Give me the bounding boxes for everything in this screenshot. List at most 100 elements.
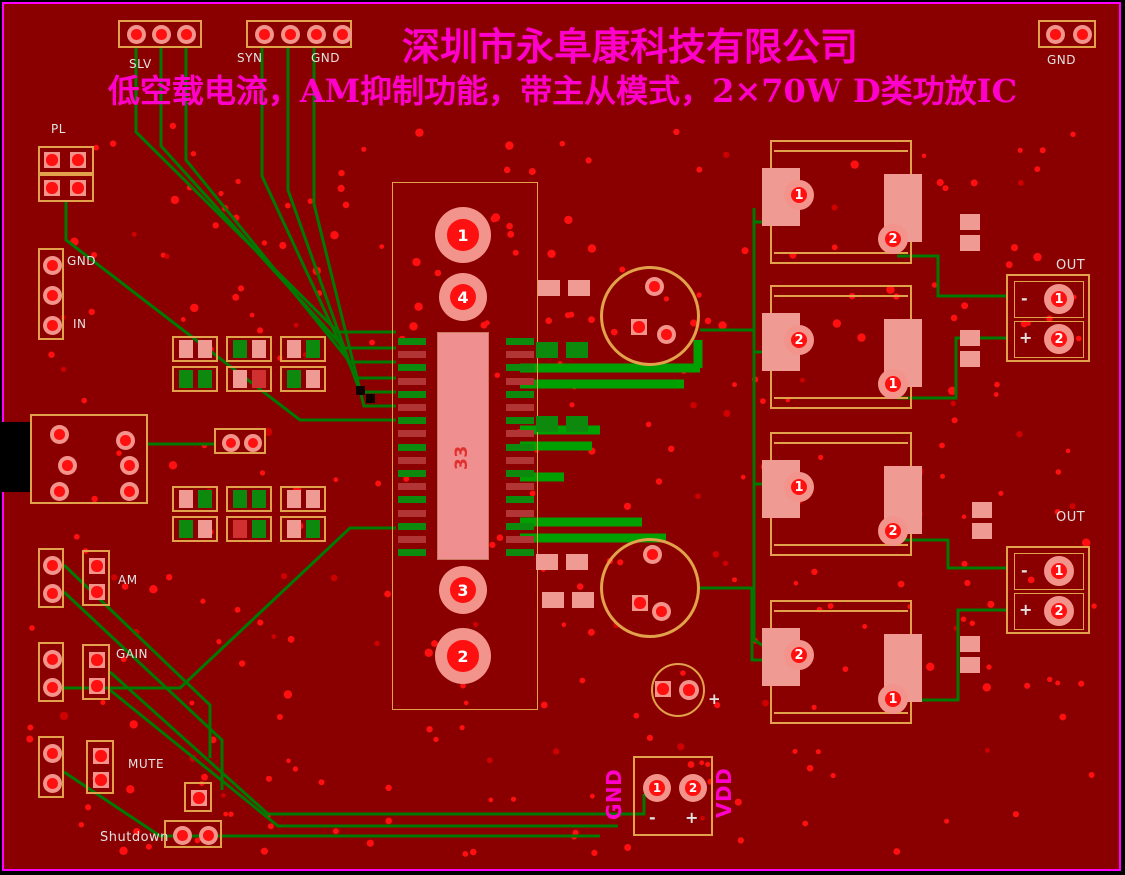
connector-slv[interactable] bbox=[118, 20, 202, 48]
ic-pin[interactable] bbox=[398, 404, 426, 411]
ic-pin[interactable] bbox=[398, 338, 426, 345]
ic-pin[interactable] bbox=[398, 351, 426, 359]
pad[interactable] bbox=[43, 744, 62, 763]
pad[interactable] bbox=[93, 772, 109, 788]
smd-resistor[interactable] bbox=[172, 516, 218, 542]
connector-shutdown[interactable] bbox=[164, 820, 222, 848]
pad[interactable] bbox=[43, 256, 62, 275]
pad[interactable] bbox=[127, 25, 146, 44]
pad[interactable]: 2 bbox=[1044, 596, 1074, 626]
ic-pin[interactable] bbox=[506, 338, 534, 345]
smd-resistor[interactable] bbox=[280, 336, 326, 362]
ic-pin[interactable] bbox=[506, 351, 534, 359]
pad[interactable]: 1 bbox=[1044, 556, 1074, 586]
pad[interactable] bbox=[152, 25, 171, 44]
ic-thermal-pad[interactable] bbox=[437, 332, 489, 560]
amplifier-ic[interactable] bbox=[392, 182, 538, 710]
pad[interactable] bbox=[89, 584, 105, 600]
pad[interactable] bbox=[281, 25, 300, 44]
connector-pl-row1[interactable] bbox=[38, 146, 94, 174]
ic-mount-pad-3[interactable]: 3 bbox=[439, 566, 487, 614]
pad[interactable] bbox=[43, 556, 62, 575]
smd-capacitor[interactable] bbox=[960, 636, 980, 673]
pad[interactable] bbox=[120, 482, 139, 501]
smd-resistor[interactable] bbox=[226, 516, 272, 542]
smd-resistor[interactable] bbox=[172, 336, 218, 362]
ic-pin[interactable] bbox=[506, 430, 534, 438]
pad[interactable]: 2 bbox=[1044, 324, 1074, 354]
pad[interactable] bbox=[255, 25, 274, 44]
pad[interactable] bbox=[120, 456, 139, 475]
ic-pin[interactable] bbox=[506, 496, 534, 504]
connector-pl-row2[interactable] bbox=[38, 174, 94, 202]
pad[interactable] bbox=[43, 650, 62, 669]
pad[interactable]: 1 bbox=[643, 774, 671, 802]
ic-pin[interactable] bbox=[398, 443, 426, 451]
pad[interactable] bbox=[43, 316, 62, 335]
connector-top-right-gnd[interactable] bbox=[1038, 20, 1096, 48]
pad[interactable] bbox=[50, 482, 69, 501]
ic-pin[interactable] bbox=[398, 417, 426, 425]
smd-mute[interactable] bbox=[86, 740, 114, 794]
ic-mount-pad-2[interactable]: 2 bbox=[435, 628, 491, 684]
connector-mute[interactable] bbox=[38, 736, 64, 798]
capacitor-small[interactable] bbox=[651, 663, 705, 717]
pad[interactable] bbox=[89, 678, 105, 694]
smd-capacitor[interactable] bbox=[536, 342, 588, 358]
smd-capacitor[interactable] bbox=[538, 280, 590, 296]
ic-pin[interactable] bbox=[398, 483, 426, 491]
power-inductor-4[interactable]: 2 1 bbox=[762, 600, 922, 724]
pad[interactable] bbox=[50, 425, 69, 444]
connector-gain[interactable] bbox=[38, 642, 64, 702]
power-inductor-2[interactable]: 2 1 bbox=[762, 285, 922, 409]
pad[interactable]: 1 bbox=[878, 684, 908, 714]
pad[interactable]: 2 bbox=[878, 224, 908, 254]
ic-mount-pad-4[interactable]: 4 bbox=[439, 273, 487, 321]
connector-power[interactable]: 1 2 - + bbox=[633, 756, 713, 836]
electrolytic-cap-1[interactable] bbox=[600, 266, 700, 366]
pad[interactable] bbox=[1073, 25, 1092, 44]
pad[interactable]: 1 bbox=[878, 369, 908, 399]
ic-mount-pad-1[interactable]: 1 bbox=[435, 207, 491, 263]
connector-out-bottom[interactable]: 1 2 - + bbox=[1006, 546, 1090, 634]
smd-resistor[interactable] bbox=[226, 366, 272, 392]
pad[interactable]: 2 bbox=[784, 640, 814, 670]
ic-pin[interactable] bbox=[398, 456, 426, 464]
pad[interactable] bbox=[307, 25, 326, 44]
pad[interactable] bbox=[43, 584, 62, 603]
pad[interactable] bbox=[43, 678, 62, 697]
ic-pin[interactable] bbox=[506, 456, 534, 464]
ic-pin[interactable] bbox=[398, 430, 426, 438]
ic-pin[interactable] bbox=[506, 522, 534, 530]
pad[interactable] bbox=[333, 25, 352, 44]
smd-capacitor[interactable] bbox=[972, 502, 992, 539]
smd-resistor[interactable] bbox=[226, 336, 272, 362]
pad[interactable] bbox=[43, 774, 62, 793]
ic-pin[interactable] bbox=[398, 364, 426, 372]
ic-pin[interactable] bbox=[398, 536, 426, 543]
pad[interactable]: 1 bbox=[784, 180, 814, 210]
pad[interactable] bbox=[177, 25, 196, 44]
ic-pin[interactable] bbox=[506, 470, 534, 477]
power-inductor-1[interactable]: 1 2 bbox=[762, 140, 922, 264]
pad[interactable] bbox=[645, 277, 664, 296]
pad[interactable] bbox=[657, 325, 676, 344]
pad[interactable] bbox=[222, 434, 240, 452]
pad[interactable] bbox=[631, 319, 647, 335]
pad[interactable] bbox=[89, 558, 105, 574]
pad[interactable] bbox=[173, 826, 192, 845]
pad[interactable] bbox=[199, 826, 218, 845]
smd-am[interactable] bbox=[82, 550, 110, 606]
ic-pin[interactable] bbox=[506, 364, 534, 372]
smd-shutdown[interactable] bbox=[184, 782, 212, 812]
pad[interactable] bbox=[43, 286, 62, 305]
pad[interactable] bbox=[70, 152, 86, 168]
smd-resistor[interactable] bbox=[280, 516, 326, 542]
pad[interactable] bbox=[44, 180, 60, 196]
ic-pin[interactable] bbox=[398, 496, 426, 504]
ic-pin[interactable] bbox=[398, 522, 426, 530]
audio-jack[interactable] bbox=[30, 414, 148, 504]
pad[interactable] bbox=[655, 681, 671, 697]
smd-capacitor[interactable] bbox=[536, 554, 588, 570]
smd-capacitor[interactable] bbox=[960, 330, 980, 367]
